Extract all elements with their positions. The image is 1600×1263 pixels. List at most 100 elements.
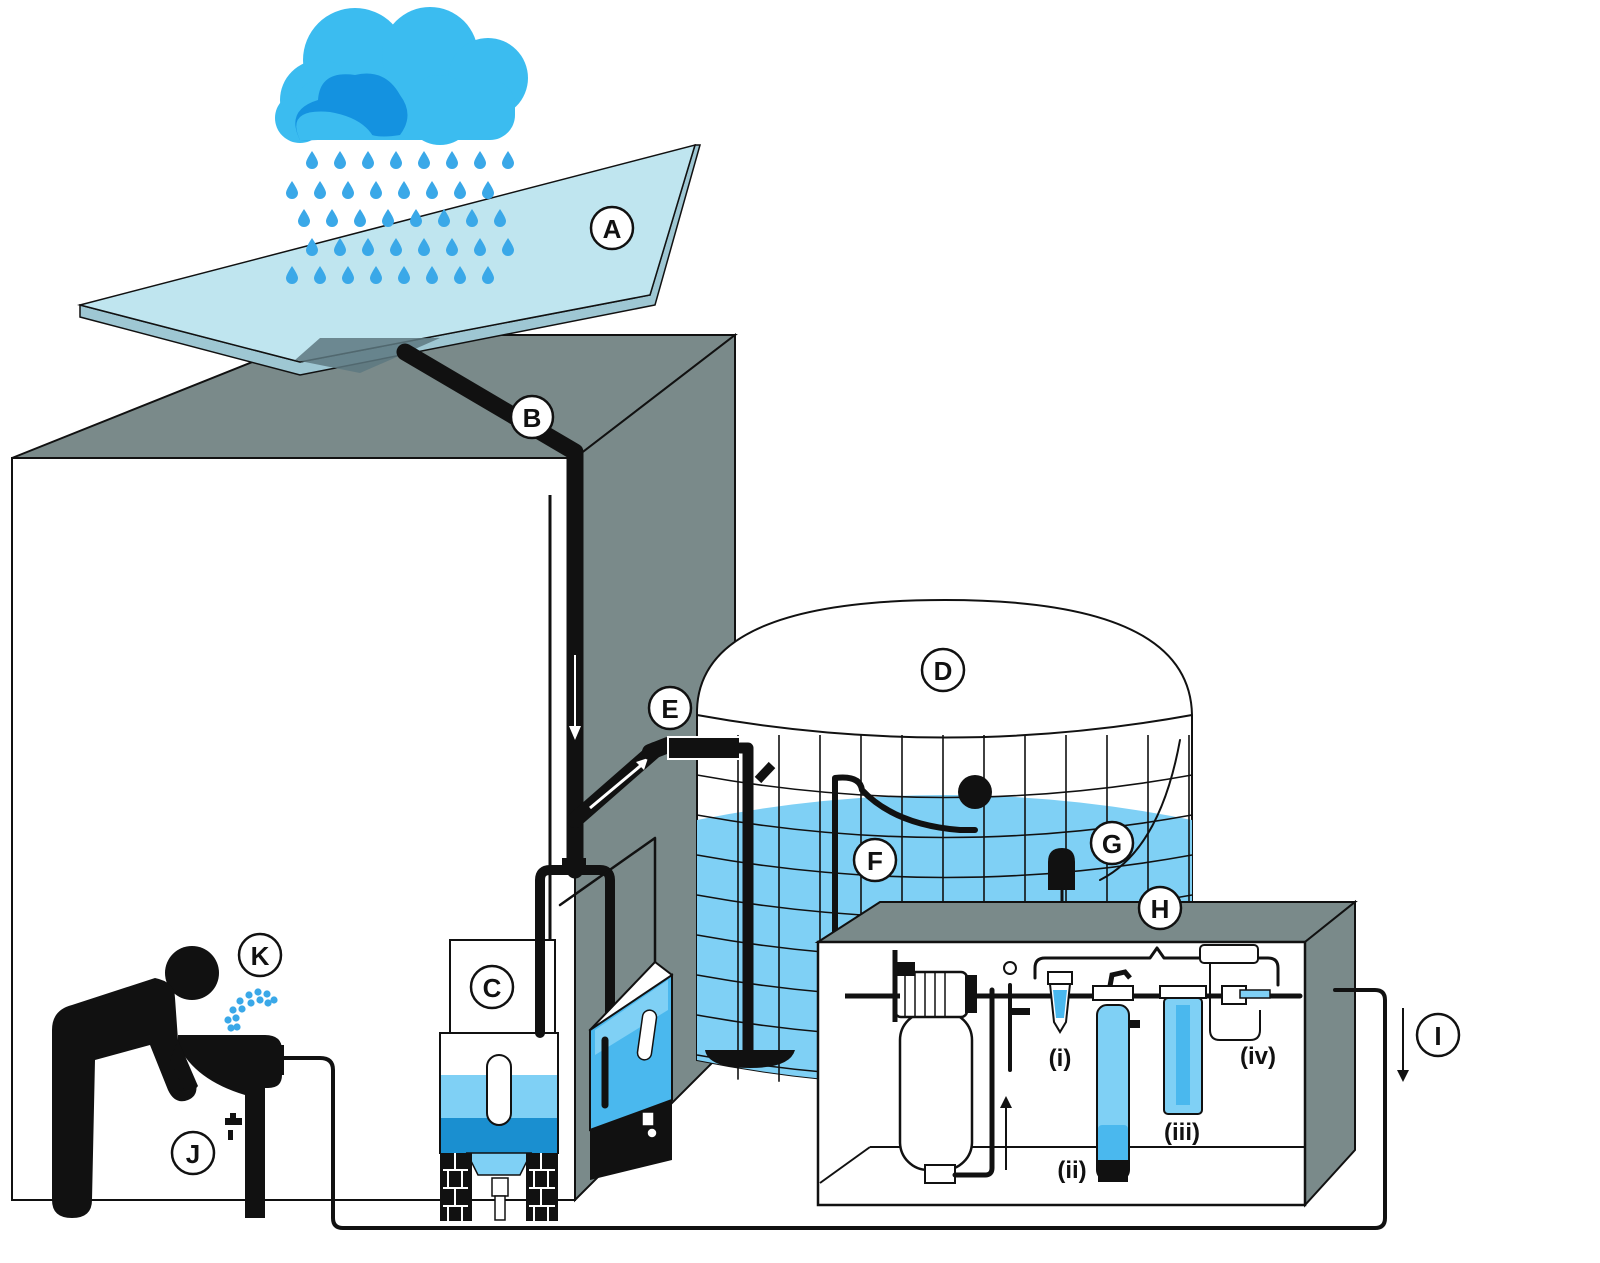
label-b: B xyxy=(509,394,555,440)
raindrop xyxy=(398,181,410,199)
roof-panel xyxy=(77,143,697,363)
raindrop xyxy=(306,151,318,169)
raindrop xyxy=(502,238,514,256)
raindrop xyxy=(370,181,382,199)
raindrop xyxy=(494,209,506,227)
raindrop xyxy=(382,209,394,227)
spray-drop xyxy=(232,1014,240,1022)
raindrop xyxy=(474,238,486,256)
treatment-enclosure xyxy=(814,899,1358,1208)
extraction-hose xyxy=(832,774,978,938)
spray-drop xyxy=(247,999,255,1007)
raindrops-icon xyxy=(286,151,514,284)
enclosure-bracket xyxy=(1033,946,1280,987)
raindrop xyxy=(482,266,494,284)
second-tank-water-upper xyxy=(595,980,668,1055)
first-flush-funnel xyxy=(465,1152,533,1176)
label-f: F xyxy=(852,837,898,883)
spray-drop xyxy=(236,997,244,1005)
raindrop xyxy=(426,181,438,199)
label-c: C xyxy=(469,964,515,1010)
second-tank-window xyxy=(636,1009,658,1061)
drain-tap-icon xyxy=(491,1177,509,1221)
raindrop xyxy=(390,238,402,256)
sublabel-iv: (iv) xyxy=(1240,1043,1276,1070)
sublabel-iii: (iii) xyxy=(1164,1119,1200,1146)
raindrop xyxy=(466,209,478,227)
valve-handle xyxy=(1012,1008,1030,1015)
tank-rim xyxy=(696,714,1193,739)
label-e-text: E xyxy=(661,694,678,724)
spray-drop xyxy=(229,1006,237,1014)
flow-arrow-icon xyxy=(1000,1096,1012,1108)
flow-arrow-icon xyxy=(636,758,648,770)
raindrop xyxy=(286,181,298,199)
raindrop xyxy=(370,266,382,284)
spray-drop xyxy=(238,1005,246,1013)
raindrop xyxy=(334,238,346,256)
floating-extraction xyxy=(832,739,1181,938)
label-h: H xyxy=(1137,885,1183,931)
overflow-stub xyxy=(754,761,776,784)
label-g-text: G xyxy=(1102,829,1122,859)
raindrop xyxy=(438,209,450,227)
pump-icon xyxy=(845,950,977,1184)
raindrop xyxy=(398,266,410,284)
label-j-text: J xyxy=(186,1139,200,1169)
inlet-screen xyxy=(667,736,741,760)
label-g: G xyxy=(1089,820,1135,866)
overflow-thin-line xyxy=(558,836,657,967)
spray-drop xyxy=(254,988,262,996)
label-h-text: H xyxy=(1151,894,1170,924)
raindrop xyxy=(502,151,514,169)
person-drinking-icon xyxy=(52,946,219,1218)
submersible-pump xyxy=(1048,848,1075,890)
raindrop xyxy=(286,266,298,284)
raindrop xyxy=(474,151,486,169)
float-ball xyxy=(958,775,992,809)
tank-outlet-line xyxy=(1099,739,1181,881)
raindrop xyxy=(362,238,374,256)
raindrop xyxy=(454,266,466,284)
raindrop xyxy=(314,181,326,199)
second-flush-tank xyxy=(588,960,674,1180)
spray-drop xyxy=(245,991,253,999)
raindrop xyxy=(410,209,422,227)
label-d-text: D xyxy=(934,656,953,686)
carbon-column-ii xyxy=(1092,969,1140,1182)
first-flush-tanks xyxy=(439,836,657,1221)
enclosure-top xyxy=(814,901,1358,943)
supply-return-pipe xyxy=(278,988,1387,1230)
spray-drop xyxy=(270,996,278,1004)
tank-inlet xyxy=(642,736,795,1068)
label-d: D xyxy=(920,647,966,693)
uv-unit-iv xyxy=(1199,944,1271,1041)
label-c-text: C xyxy=(483,973,502,1003)
raindrop xyxy=(314,266,326,284)
first-flush-window xyxy=(486,1054,512,1126)
raindrop xyxy=(354,209,366,227)
tank-mesh-ring xyxy=(696,774,1193,799)
spray-drop xyxy=(227,1024,235,1032)
label-j: J xyxy=(170,1130,216,1176)
label-a-text: A xyxy=(603,214,622,244)
inlet-downpipe xyxy=(734,742,754,1061)
spray-drop xyxy=(233,1023,241,1031)
raindrop xyxy=(342,181,354,199)
first-flush-branch-arrow xyxy=(589,760,646,810)
pipe-tee xyxy=(562,858,586,868)
first-flush-stand-right xyxy=(526,1153,558,1221)
label-k-text: K xyxy=(251,941,270,971)
water-spray-icon xyxy=(224,988,278,1032)
cartridge-filter-iii xyxy=(1159,985,1207,1115)
spray-drop xyxy=(224,1016,232,1024)
raindrop xyxy=(418,151,430,169)
pressure-gauge xyxy=(1003,961,1017,975)
spray-drop xyxy=(264,999,272,1007)
calmed-inlet xyxy=(705,1050,795,1068)
raindrop xyxy=(298,209,310,227)
raindrop xyxy=(362,151,374,169)
spray-drop xyxy=(256,996,264,1004)
raindrop xyxy=(334,151,346,169)
